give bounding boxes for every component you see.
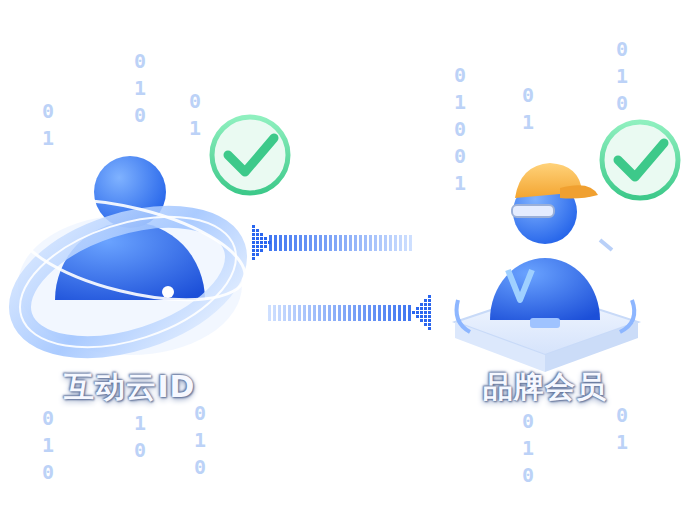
flow-arrow [252, 225, 412, 260]
binary-digits: 010 [612, 36, 632, 117]
binary-digits: 01 [38, 98, 58, 152]
node-label: 品牌会员 [440, 367, 650, 408]
binary-digits: 01 [185, 88, 205, 142]
binary-digits: 01 [612, 402, 632, 456]
binary-digits: 01 [518, 82, 538, 136]
id-icon [4, 156, 255, 372]
icon-node: 品牌会员 [440, 150, 650, 408]
binary-digits: 010 [518, 408, 538, 489]
binary-digits: 01001 [450, 62, 470, 197]
binary-digits: 010 [38, 405, 58, 486]
check-badge [602, 122, 678, 198]
node-label: 互动云ID [20, 367, 240, 408]
flow-arrow [268, 295, 431, 330]
binary-digits: 010 [190, 400, 210, 481]
icon-node: 互动云ID [20, 130, 240, 408]
binary-digits: 010 [130, 48, 150, 129]
binary-digits: 10 [130, 410, 150, 464]
check-badge [212, 117, 288, 193]
member-icon [455, 163, 638, 372]
